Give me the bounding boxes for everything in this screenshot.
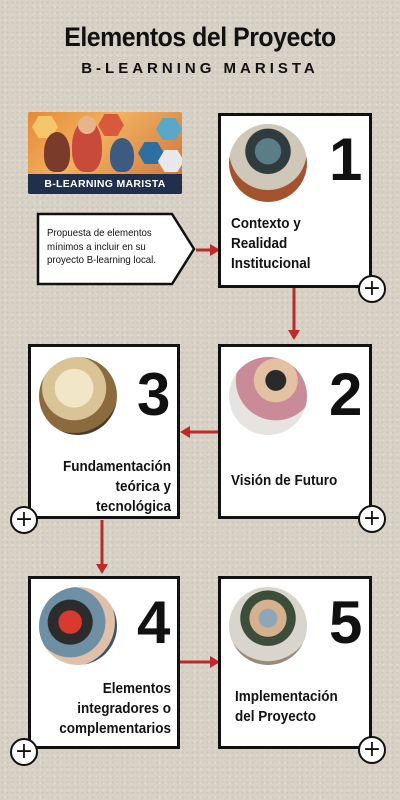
desk-laptop-photo [229,124,307,202]
student-figure [44,132,70,172]
vr-headset-photo [229,357,307,435]
plus-icon: + [14,739,34,764]
step-card-1[interactable]: 1 Contexto y Realidad Institucional [218,113,372,288]
expand-step-1-button[interactable]: + [358,275,386,303]
banner-label: B-LEARNING MARISTA [28,174,182,194]
student-face [78,116,96,134]
plus-icon: + [362,737,382,762]
step-number: 3 [137,361,171,428]
plus-icon: + [14,507,34,532]
hexagon-decoration [98,114,124,136]
step-card-4[interactable]: 4 Elementos integradores o complementari… [28,576,180,749]
hexagon-decoration [158,150,182,172]
students-group-photo [229,587,307,665]
step-label: Contexto y Realidad Institucional [231,215,311,272]
note-text: Propuesta de elementos mínimos a incluir… [47,227,157,266]
step-number: 2 [329,361,363,428]
step-label: Visión de Futuro [231,472,338,489]
arrow-head [288,330,300,340]
plus-icon: + [362,276,382,301]
plus-icon: + [362,506,382,531]
arrow-head [96,564,108,574]
step-number: 5 [329,589,363,656]
open-book-photo [39,357,117,435]
step-card-3[interactable]: 3 Fundamentación teórica y tecnológica [28,344,180,519]
hexagon-decoration [138,142,164,164]
step-card-2[interactable]: 2 Visión de Futuro [218,344,372,519]
step-number: 1 [329,126,363,193]
expand-step-4-button[interactable]: + [10,738,38,766]
hexagon-decoration [156,118,182,140]
robotics-kit-photo [39,587,117,665]
note-shape [36,212,196,286]
expand-step-5-button[interactable]: + [358,736,386,764]
arrow-head [210,244,220,256]
expand-step-3-button[interactable]: + [10,506,38,534]
student-figure [110,138,134,172]
page-title: Elementos del Proyecto [64,22,336,52]
arrow-head [210,656,220,668]
arrow-head [180,426,190,438]
page-subtitle: B-LEARNING MARISTA [81,60,319,77]
step-label: Fundamentación teórica y tecnológica [62,458,171,515]
step-label: Elementos integradores o complementarios [59,680,171,737]
step-label: Implementación del Proyecto [235,688,338,725]
expand-step-2-button[interactable]: + [358,505,386,533]
intro-note: Propuesta de elementos mínimos a incluir… [36,212,196,286]
step-number: 4 [137,589,171,656]
step-card-5[interactable]: 5 Implementación del Proyecto [218,576,372,749]
banner-image: B-LEARNING MARISTA [28,112,182,194]
